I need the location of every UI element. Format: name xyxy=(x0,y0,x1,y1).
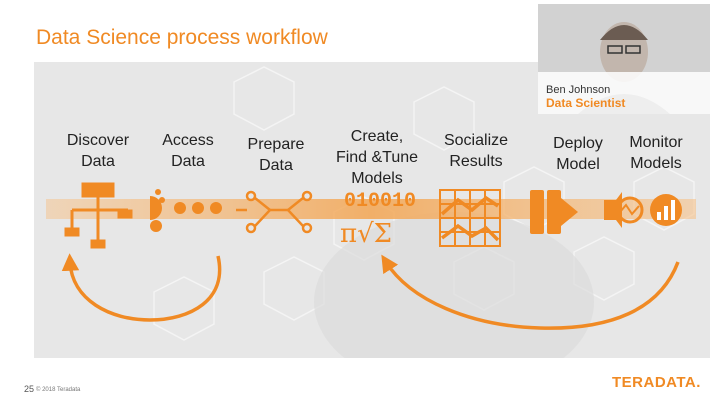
presenter-name: Ben Johnson xyxy=(546,84,611,96)
step-label-line: Prepare xyxy=(247,136,305,153)
step-label-line: Results xyxy=(449,153,503,170)
step-label-line: Data xyxy=(171,153,205,170)
binary-code-text: 010010 xyxy=(344,190,416,213)
step-label-line: Deploy xyxy=(553,135,603,152)
teradata-logo: TERADATA. xyxy=(612,374,701,391)
step-access-data: Access Data xyxy=(146,130,230,172)
presenter-role: Data Scientist xyxy=(546,96,626,110)
step-label-line: Data xyxy=(81,153,115,170)
step-label-line: Models xyxy=(351,170,403,187)
slide-title: Data Science process workflow xyxy=(36,26,328,49)
data-transform-icon xyxy=(236,190,313,234)
math-symbols-text: π√Σ xyxy=(340,219,392,249)
step-prepare-data: Prepare Data xyxy=(234,134,318,176)
loop-back-arrow-right xyxy=(381,254,680,330)
step-label-line: Models xyxy=(630,155,682,172)
org-chart-icon xyxy=(64,182,133,249)
step-label-line: Discover xyxy=(66,132,130,149)
step-label-line: Find &Tune xyxy=(335,149,419,166)
step-label-line: Create, xyxy=(350,128,404,145)
data-stream-icon xyxy=(150,189,222,232)
step-label-line: Model xyxy=(556,156,600,173)
copyright-text: © 2018 Teradata xyxy=(36,387,81,393)
step-label-line: Access xyxy=(162,132,214,149)
monitor-icon xyxy=(604,192,682,228)
step-discover-data: Discover Data xyxy=(56,130,140,172)
step-monitor-models: Monitor Models xyxy=(616,132,696,174)
step-label-line: Monitor xyxy=(629,134,683,151)
presenter-nameplate xyxy=(538,72,710,114)
step-deploy-model: Deploy Model xyxy=(538,133,618,175)
deploy-server-icon xyxy=(530,190,578,234)
step-create-models: Create, Find &Tune Models xyxy=(322,126,432,189)
step-label-line: Data xyxy=(259,157,293,174)
step-label-line: Socialize xyxy=(443,132,509,149)
page-number: 25 xyxy=(24,384,35,394)
results-grid-icon xyxy=(439,189,501,247)
loop-back-arrow-left xyxy=(61,253,222,322)
step-socialize-results: Socialize Results xyxy=(430,130,522,172)
